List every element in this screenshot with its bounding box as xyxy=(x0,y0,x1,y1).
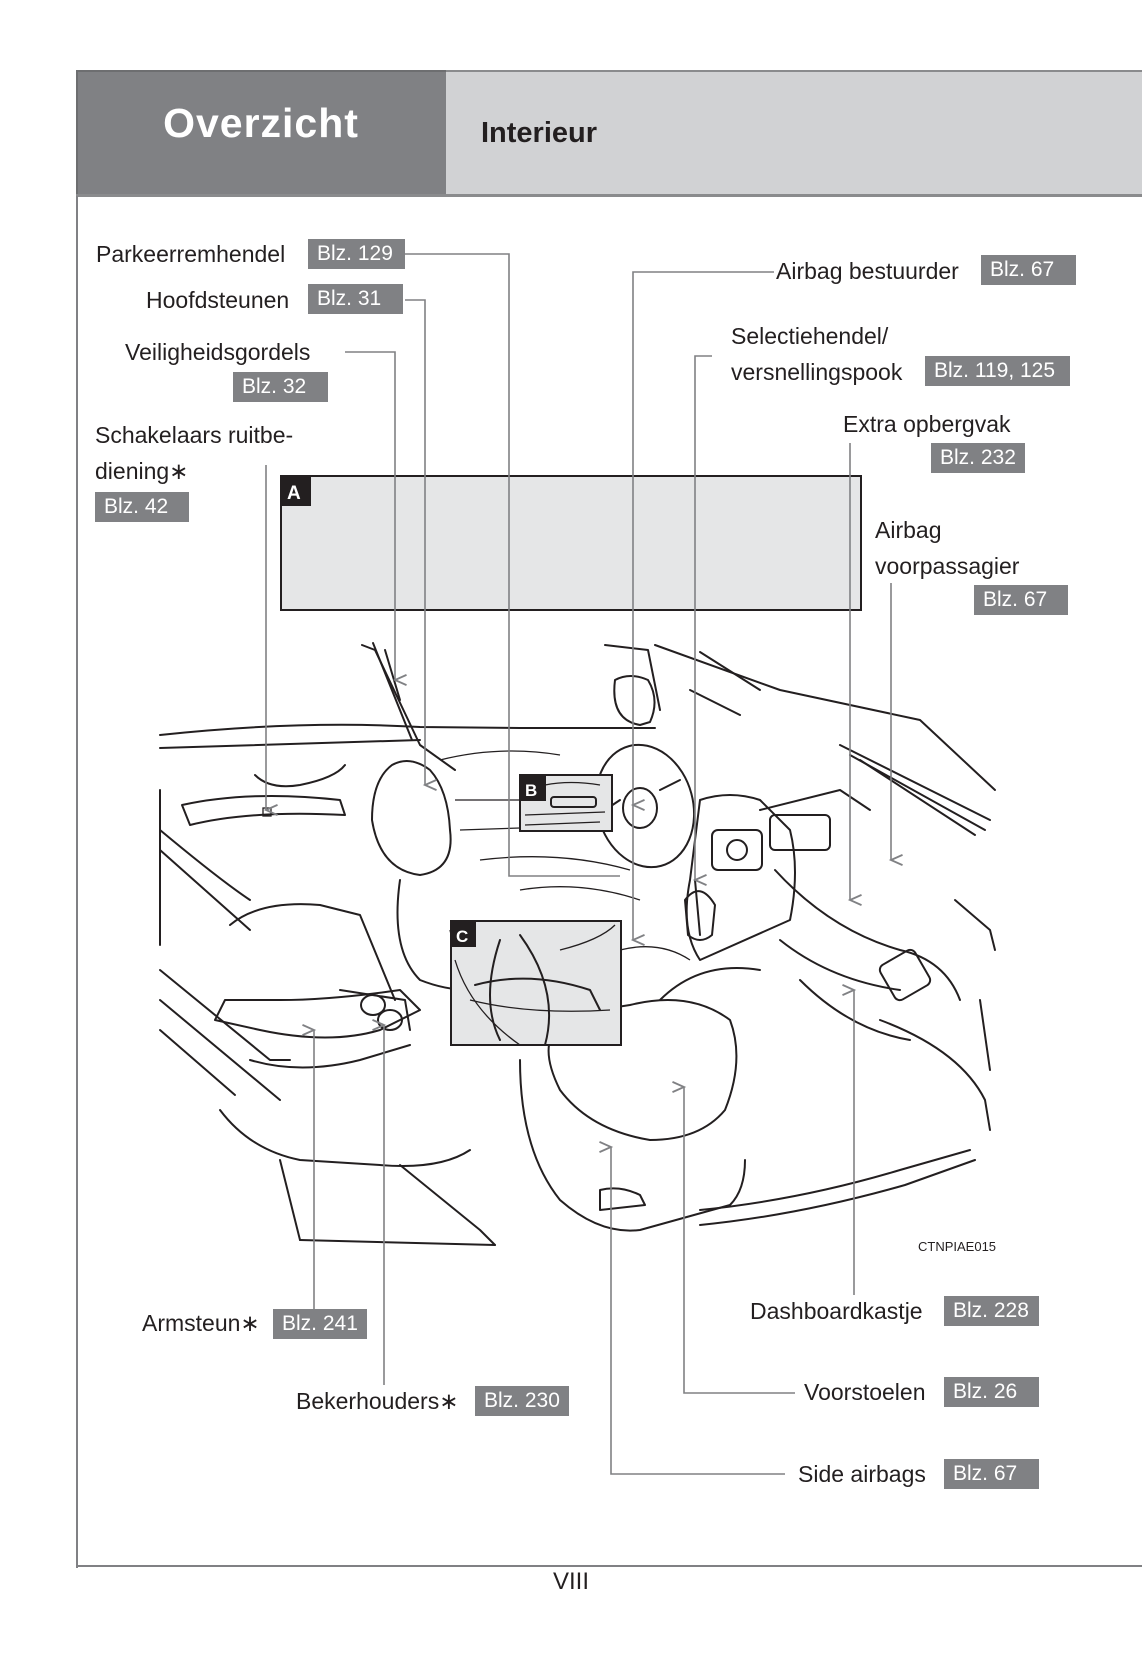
car-interior-drawing xyxy=(159,642,996,1246)
callout-side-airbags-page[interactable]: Blz. 67 xyxy=(944,1459,1039,1489)
page-number: VIII xyxy=(552,1568,589,1595)
callout-airbag-bestuurder-label: Airbag bestuurder xyxy=(776,258,959,284)
leader-airbag-bestuurder xyxy=(630,271,774,811)
callout-voorstoelen-label: Voorstoelen xyxy=(804,1379,926,1405)
callout-bekerhouders-label: Bekerhouders∗ xyxy=(296,1388,459,1414)
callout-parkeerremhendel-page[interactable]: Blz. 129 xyxy=(308,239,405,269)
panel-c: C xyxy=(450,920,622,1046)
panel-a: A xyxy=(280,475,862,611)
header-divider xyxy=(76,194,1142,197)
callout-extra-opbergvak-page[interactable]: Blz. 232 xyxy=(931,443,1025,473)
leader-voorstoelen xyxy=(672,1081,795,1394)
panel-c-letter: C xyxy=(456,927,468,946)
panel-c-badge xyxy=(451,921,476,947)
callout-schakelaars-label-line2: diening∗ xyxy=(95,458,189,484)
callout-airbag-voorpassagier-page[interactable]: Blz. 67 xyxy=(974,585,1068,615)
callout-dashboardkastje-page[interactable]: Blz. 228 xyxy=(944,1296,1039,1326)
callout-airbag-voorpassagier-label-line2: voorpassagier xyxy=(875,553,1020,579)
callout-schakelaars-page[interactable]: Blz. 42 xyxy=(95,492,189,522)
panel-a-badge xyxy=(281,476,311,506)
section-title: Overzicht xyxy=(163,100,359,146)
callout-parkeerremhendel-label: Parkeerremhendel xyxy=(96,241,286,267)
callout-dashboardkastje-label: Dashboardkastje xyxy=(750,1298,923,1324)
callout-armsteun-page[interactable]: Blz. 241 xyxy=(273,1309,367,1339)
callout-airbag-bestuurder-page[interactable]: Blz. 67 xyxy=(981,255,1076,285)
callout-selectiehendel-label-line1: Selectiehendel/ xyxy=(731,323,889,349)
frame-left-border xyxy=(76,196,78,1568)
title-header-panel xyxy=(446,70,1142,196)
panel-b: B xyxy=(519,774,613,832)
leader-hoofdsteunen xyxy=(405,299,437,791)
callout-side-airbags-label: Side airbags xyxy=(798,1461,926,1487)
leader-lines xyxy=(263,253,903,1475)
callout-armsteun-label: Armsteun∗ xyxy=(142,1310,260,1336)
page-title: Interieur xyxy=(481,117,598,149)
leader-side-airbags xyxy=(599,1141,785,1475)
panel-b-letter: B xyxy=(525,781,537,800)
leader-selectiehendel xyxy=(692,355,712,886)
callout-hoofdsteunen-label: Hoofdsteunen xyxy=(146,287,290,313)
callout-schakelaars-label-line1: Schakelaars ruitbe- xyxy=(95,422,294,448)
figure-code: CTNPIAE015 xyxy=(918,1239,997,1254)
callout-extra-opbergvak-label: Extra opbergvak xyxy=(843,411,1011,437)
leader-parkeerremhendel xyxy=(405,253,620,877)
callout-selectiehendel-page[interactable]: Blz. 119, 125 xyxy=(925,356,1070,386)
callout-bekerhouders-page[interactable]: Blz. 230 xyxy=(475,1386,569,1416)
section-header-panel xyxy=(76,70,446,196)
panel-a-letter: A xyxy=(287,483,301,504)
leader-veiligheidsgordels xyxy=(345,351,407,686)
frame-bottom-border xyxy=(76,1565,1142,1567)
callout-hoofdsteunen-page[interactable]: Blz. 31 xyxy=(308,284,403,314)
callout-airbag-voorpassagier-label-line1: Airbag xyxy=(875,517,942,543)
callout-veiligheidsgordels-label: Veiligheidsgordels xyxy=(125,339,311,365)
callout-voorstoelen-page[interactable]: Blz. 26 xyxy=(944,1377,1039,1407)
panel-b-badge xyxy=(520,775,546,801)
callout-selectiehendel-label-line2: versnellingspook xyxy=(731,359,903,385)
callout-veiligheidsgordels-page[interactable]: Blz. 32 xyxy=(233,372,328,402)
